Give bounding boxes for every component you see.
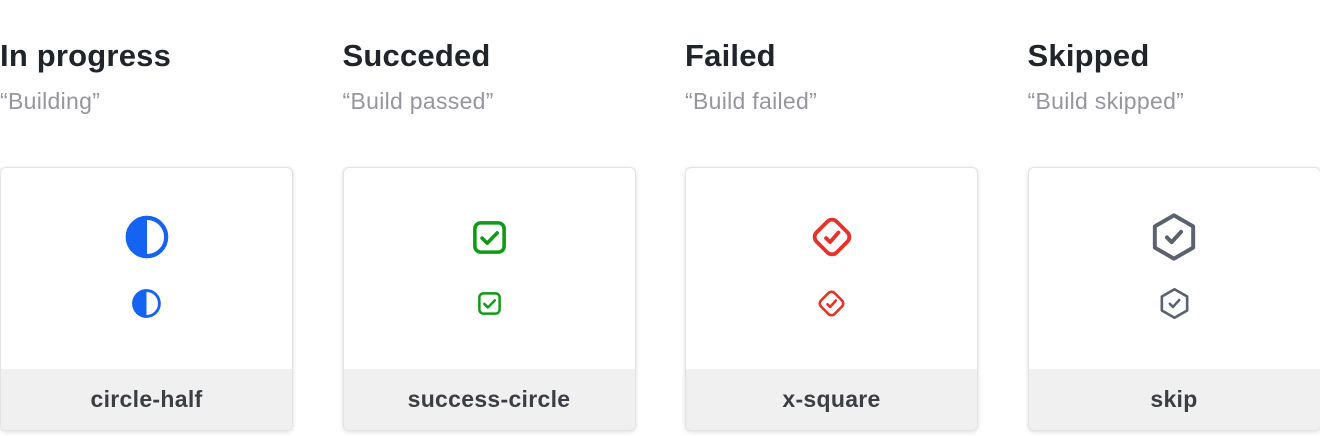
- icon-preview-area: [686, 168, 977, 369]
- icon-card: skip: [1027, 167, 1320, 431]
- icon-preview-area: [1, 168, 292, 369]
- icon-slot-small: [131, 286, 162, 320]
- icon-name-footer: success-circle: [343, 369, 635, 430]
- icon-card: circle-half: [0, 167, 293, 431]
- hexagon-check-icon: [1160, 287, 1188, 319]
- state-quote: “Build skipped”: [1027, 87, 1185, 114]
- icon-name-footer: x-square: [686, 369, 977, 430]
- icon-name-label: x-square: [782, 386, 881, 412]
- state-title: In progress: [0, 38, 172, 73]
- icon-card: x-square: [685, 167, 978, 431]
- state-quote: “Build passed”: [342, 87, 494, 114]
- icon-card: success-circle: [342, 167, 636, 431]
- state-title: Skipped: [1027, 38, 1150, 73]
- diamond-check-icon: [818, 290, 845, 316]
- icon-name-label: success-circle: [407, 386, 571, 412]
- state-column-in-progress: In progress “Building” circle-: [0, 0, 293, 436]
- circle-half-icon: [125, 215, 168, 259]
- state-title: Failed: [685, 38, 776, 73]
- icon-slot-small: [476, 286, 503, 320]
- icon-name-label: circle-half: [90, 386, 203, 412]
- icon-slot-large: [470, 212, 509, 262]
- icon-preview-area: [1029, 168, 1320, 369]
- icon-slot-small: [816, 286, 847, 320]
- icon-slot-large: [809, 212, 855, 262]
- check-square-icon: [477, 291, 501, 315]
- icon-name-footer: circle-half: [1, 369, 292, 430]
- state-column-failed: Failed “Build failed” x-square: [685, 0, 978, 436]
- hexagon-check-icon: [1152, 213, 1196, 261]
- circle-half-icon: [132, 288, 161, 318]
- icon-slot-large: [124, 212, 170, 262]
- state-quote: “Building”: [0, 87, 101, 114]
- icon-slot-large: [1149, 212, 1199, 262]
- icon-name-label: skip: [1150, 386, 1198, 412]
- state-column-skipped: Skipped “Build skipped” skip: [1027, 0, 1320, 436]
- icon-preview-area: [344, 168, 635, 369]
- diamond-check-icon: [812, 217, 851, 257]
- icon-name-footer: skip: [1028, 369, 1320, 430]
- icon-slot-small: [1158, 286, 1191, 320]
- state-quote: “Build failed”: [685, 87, 818, 114]
- state-title: Succeded: [342, 38, 491, 73]
- state-column-succeeded: Succeded “Build passed” succes: [342, 0, 636, 436]
- check-square-icon: [472, 220, 506, 254]
